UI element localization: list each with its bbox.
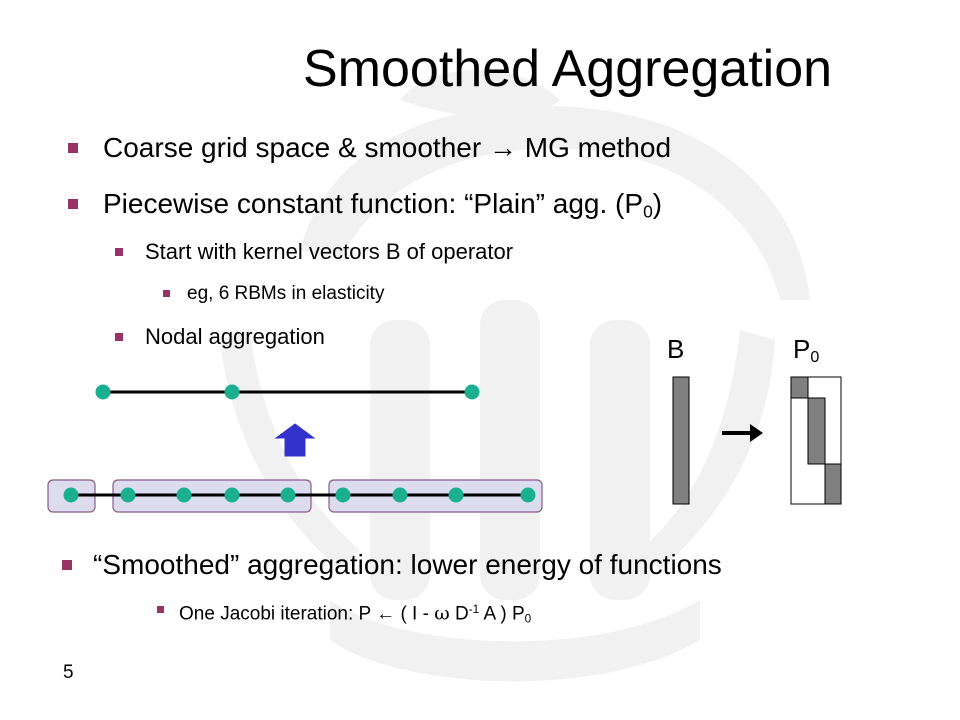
matrix-b (672, 376, 690, 505)
slide-title: Smoothed Aggregation (303, 40, 833, 98)
bullet-jacobi: One Jacobi iteration: P ← ( I - ω D-1 A … (179, 599, 531, 630)
square-bullet-icon (62, 560, 72, 570)
fine-node (63, 487, 79, 503)
coarse-node (95, 384, 111, 400)
fine-node (392, 487, 408, 503)
bullet-jacobi-pre: One Jacobi iteration: P (179, 603, 371, 625)
bullet-piecewise-subscript: 0 (643, 201, 653, 222)
square-bullet-icon (68, 143, 78, 153)
matrix-p0-label-subscript: 0 (810, 348, 820, 367)
bullet-nodal-aggregation: Nodal aggregation (145, 324, 325, 349)
coarse-node (224, 384, 240, 400)
bullet-smoothed: “Smoothed” aggregation: lower energy of … (93, 549, 722, 580)
square-bullet-icon (68, 199, 78, 209)
square-bullet-icon (115, 248, 123, 256)
bullet-jacobi-mid: ( I - (400, 603, 429, 625)
bullet-piecewise-tail: ) (652, 188, 663, 219)
matrix-p0-block (790, 376, 809, 399)
square-bullet-icon (163, 290, 170, 297)
matrix-p0-label-text: P (793, 334, 811, 364)
fine-node (448, 487, 464, 503)
bullet-jacobi-subscript: 0 (524, 612, 532, 626)
matrix-diagram (672, 376, 842, 505)
bullet-jacobi-post: A ) P (483, 603, 525, 625)
matrix-p0-label: P0 (793, 334, 819, 372)
matrix-p0-block (824, 463, 842, 505)
left-arrow-glyph-icon: ← (376, 603, 396, 625)
fine-node (335, 487, 351, 503)
matrix-p0-block (807, 397, 826, 465)
right-arrow-glyph-icon: → (488, 132, 517, 163)
bullet-jacobi-omega: ω (434, 602, 450, 625)
bullet-coarse-grid-text: Coarse grid space & smoother (103, 132, 482, 163)
right-arrow-icon (722, 424, 763, 442)
fine-node (176, 487, 192, 503)
fine-node (224, 487, 240, 503)
square-bullet-icon (157, 606, 164, 613)
bullet-jacobi-d: D (455, 603, 469, 625)
coarse-node (464, 384, 480, 400)
matrix-b-label: B (667, 334, 685, 364)
page-number: 5 (63, 662, 74, 683)
bullet-coarse-grid-tail: MG method (524, 132, 672, 163)
bullet-kernel-vectors: Start with kernel vectors B of operator (145, 239, 514, 264)
fine-node (280, 487, 296, 503)
bullet-rbms: eg, 6 RBMs in elasticity (187, 283, 385, 304)
bullet-jacobi-superscript: -1 (468, 603, 480, 616)
fine-node (520, 487, 536, 503)
square-bullet-icon (115, 333, 123, 341)
bullet-piecewise: Piecewise constant function: “Plain” agg… (103, 187, 662, 228)
bullet-piecewise-text: Piecewise constant function: “Plain” agg… (103, 188, 644, 219)
aggregation-diagram (47, 384, 543, 513)
bullet-coarse-grid: Coarse grid space & smoother → MG method (103, 131, 671, 165)
fine-node (120, 487, 136, 503)
up-arrow-icon (274, 423, 316, 457)
